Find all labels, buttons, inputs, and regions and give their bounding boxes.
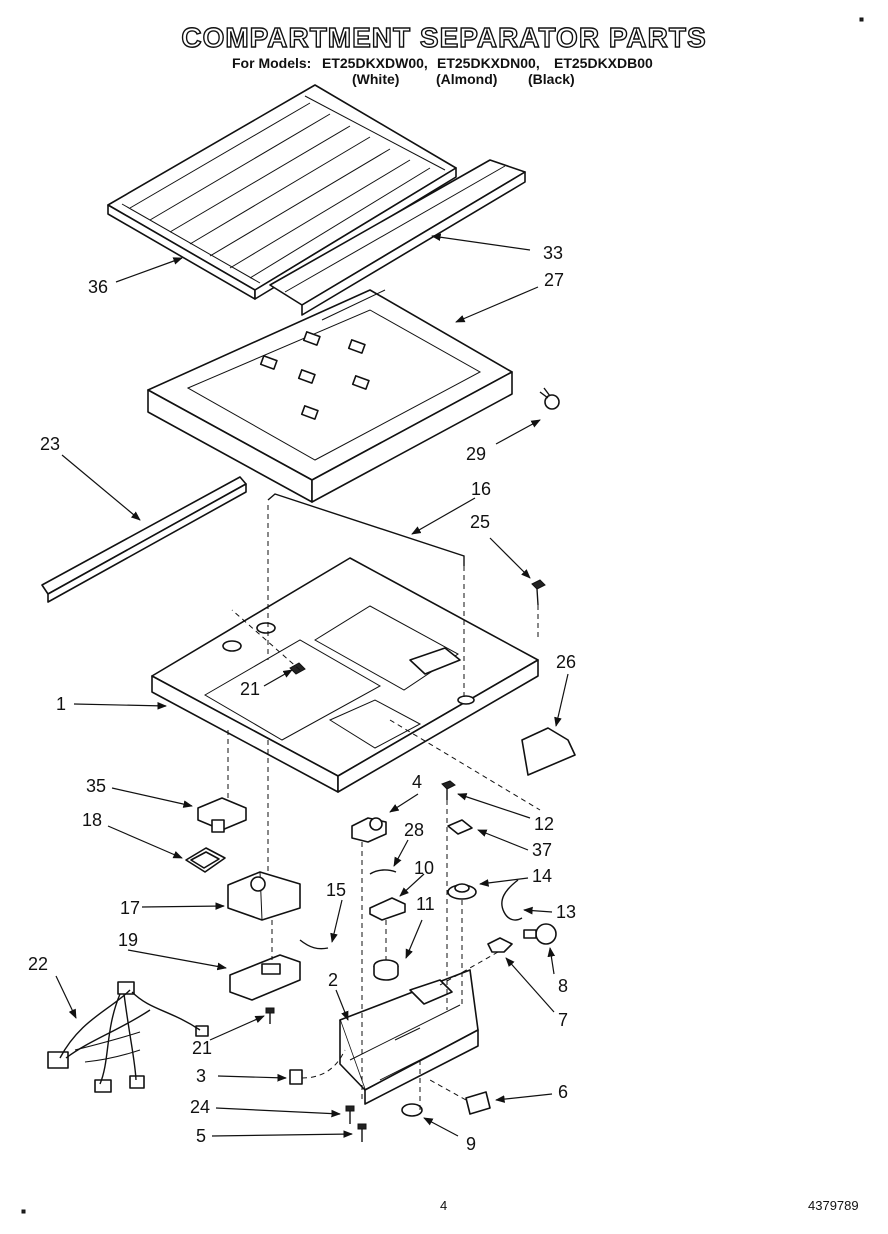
callout-6: 6 [558, 1082, 568, 1102]
callout-13: 13 [556, 902, 576, 922]
knob-part-11 [373, 959, 399, 981]
separator-frame-part-27 [147, 289, 513, 503]
screw-part-21-upper [289, 662, 306, 675]
model-code-white: ET25DKXDW00, [322, 55, 428, 71]
callout-7: 7 [558, 1010, 568, 1030]
nut-part-9 [401, 1103, 423, 1117]
callout-17: 17 [120, 898, 140, 918]
model-color-white: (White) [352, 71, 400, 87]
model-color-black: (Black) [528, 71, 575, 87]
shelf-grille-part-36 [107, 84, 457, 300]
model-color-almond: (Almond) [436, 71, 498, 87]
callout-21-lower: 21 [192, 1038, 212, 1058]
trim-strip-part-33 [269, 159, 526, 316]
callout-5: 5 [196, 1126, 206, 1146]
light-bulb-part-8 [523, 923, 557, 945]
switch-part-19 [229, 954, 301, 1001]
callout-4: 4 [412, 772, 422, 792]
callout-numbers: 36 33 27 29 23 16 25 1 21 26 35 4 18 12 … [28, 243, 576, 1154]
callout-24: 24 [190, 1097, 210, 1117]
thermostat-part-4 [351, 817, 387, 843]
tube-part-15 [299, 939, 329, 950]
separator-panel-part-1 [151, 557, 539, 793]
page-title: COMPARTMENT SEPARATOR PARTS [181, 21, 707, 53]
leader-lines [55, 233, 569, 1138]
clip-part-28 [369, 869, 397, 875]
screw-part-12 [441, 780, 456, 800]
wire-harness-part-22 [47, 981, 209, 1093]
callout-36: 36 [88, 277, 108, 297]
lens-part-18 [185, 847, 226, 873]
callout-10: 10 [414, 858, 434, 878]
callout-25: 25 [470, 512, 490, 532]
screw-part-21-lower [265, 1007, 275, 1024]
callout-18: 18 [82, 810, 102, 830]
callout-1: 1 [56, 694, 66, 714]
model-code-black: ET25DKXDB00 [554, 55, 653, 71]
page-number: 4 [440, 1198, 448, 1213]
grommet-part-14 [447, 883, 477, 900]
registration-mark-top [859, 17, 864, 22]
screw-part-5 [357, 1123, 367, 1142]
screw-part-24 [345, 1105, 355, 1124]
callout-37: 37 [532, 840, 552, 860]
callout-12: 12 [534, 814, 554, 834]
callout-14: 14 [532, 866, 552, 886]
clip-part-3 [289, 1069, 303, 1085]
registration-mark-bottom [21, 1209, 26, 1214]
tape-part-37 [447, 819, 473, 835]
control-housing-part-17 [227, 871, 301, 921]
damper-part-35 [197, 797, 247, 833]
callout-19: 19 [118, 930, 138, 950]
socket-part-10 [369, 897, 406, 921]
callout-21-upper: 21 [240, 679, 260, 699]
callout-15: 15 [326, 880, 346, 900]
callout-35: 35 [86, 776, 106, 796]
connector-part-6 [465, 1091, 491, 1115]
rail-part-23 [41, 476, 247, 603]
drain-tube-part-13 [501, 879, 523, 921]
bracket-part-26 [521, 727, 576, 776]
rod-part-16 [267, 493, 465, 566]
for-models-label: For Models: [232, 55, 312, 71]
callout-27: 27 [544, 270, 564, 290]
callout-9: 9 [466, 1134, 476, 1154]
callout-26: 26 [556, 652, 576, 672]
model-code-almond: ET25DKXDN00, [437, 55, 540, 71]
screw-part-25 [531, 579, 546, 606]
callout-16: 16 [471, 479, 491, 499]
callout-28: 28 [404, 820, 424, 840]
callout-22: 22 [28, 954, 48, 974]
callout-11: 11 [416, 894, 435, 914]
callout-29: 29 [466, 444, 486, 464]
document-number: 4379789 [808, 1198, 859, 1213]
callout-2: 2 [328, 970, 338, 990]
callout-3: 3 [196, 1066, 206, 1086]
callout-8: 8 [558, 976, 568, 996]
control-box-part-2 [339, 969, 479, 1105]
clip-part-29 [539, 387, 560, 410]
socket-part-7 [487, 937, 513, 953]
assembly-guide-lines [227, 505, 541, 1110]
callout-23: 23 [40, 434, 60, 454]
callout-33: 33 [543, 243, 563, 263]
